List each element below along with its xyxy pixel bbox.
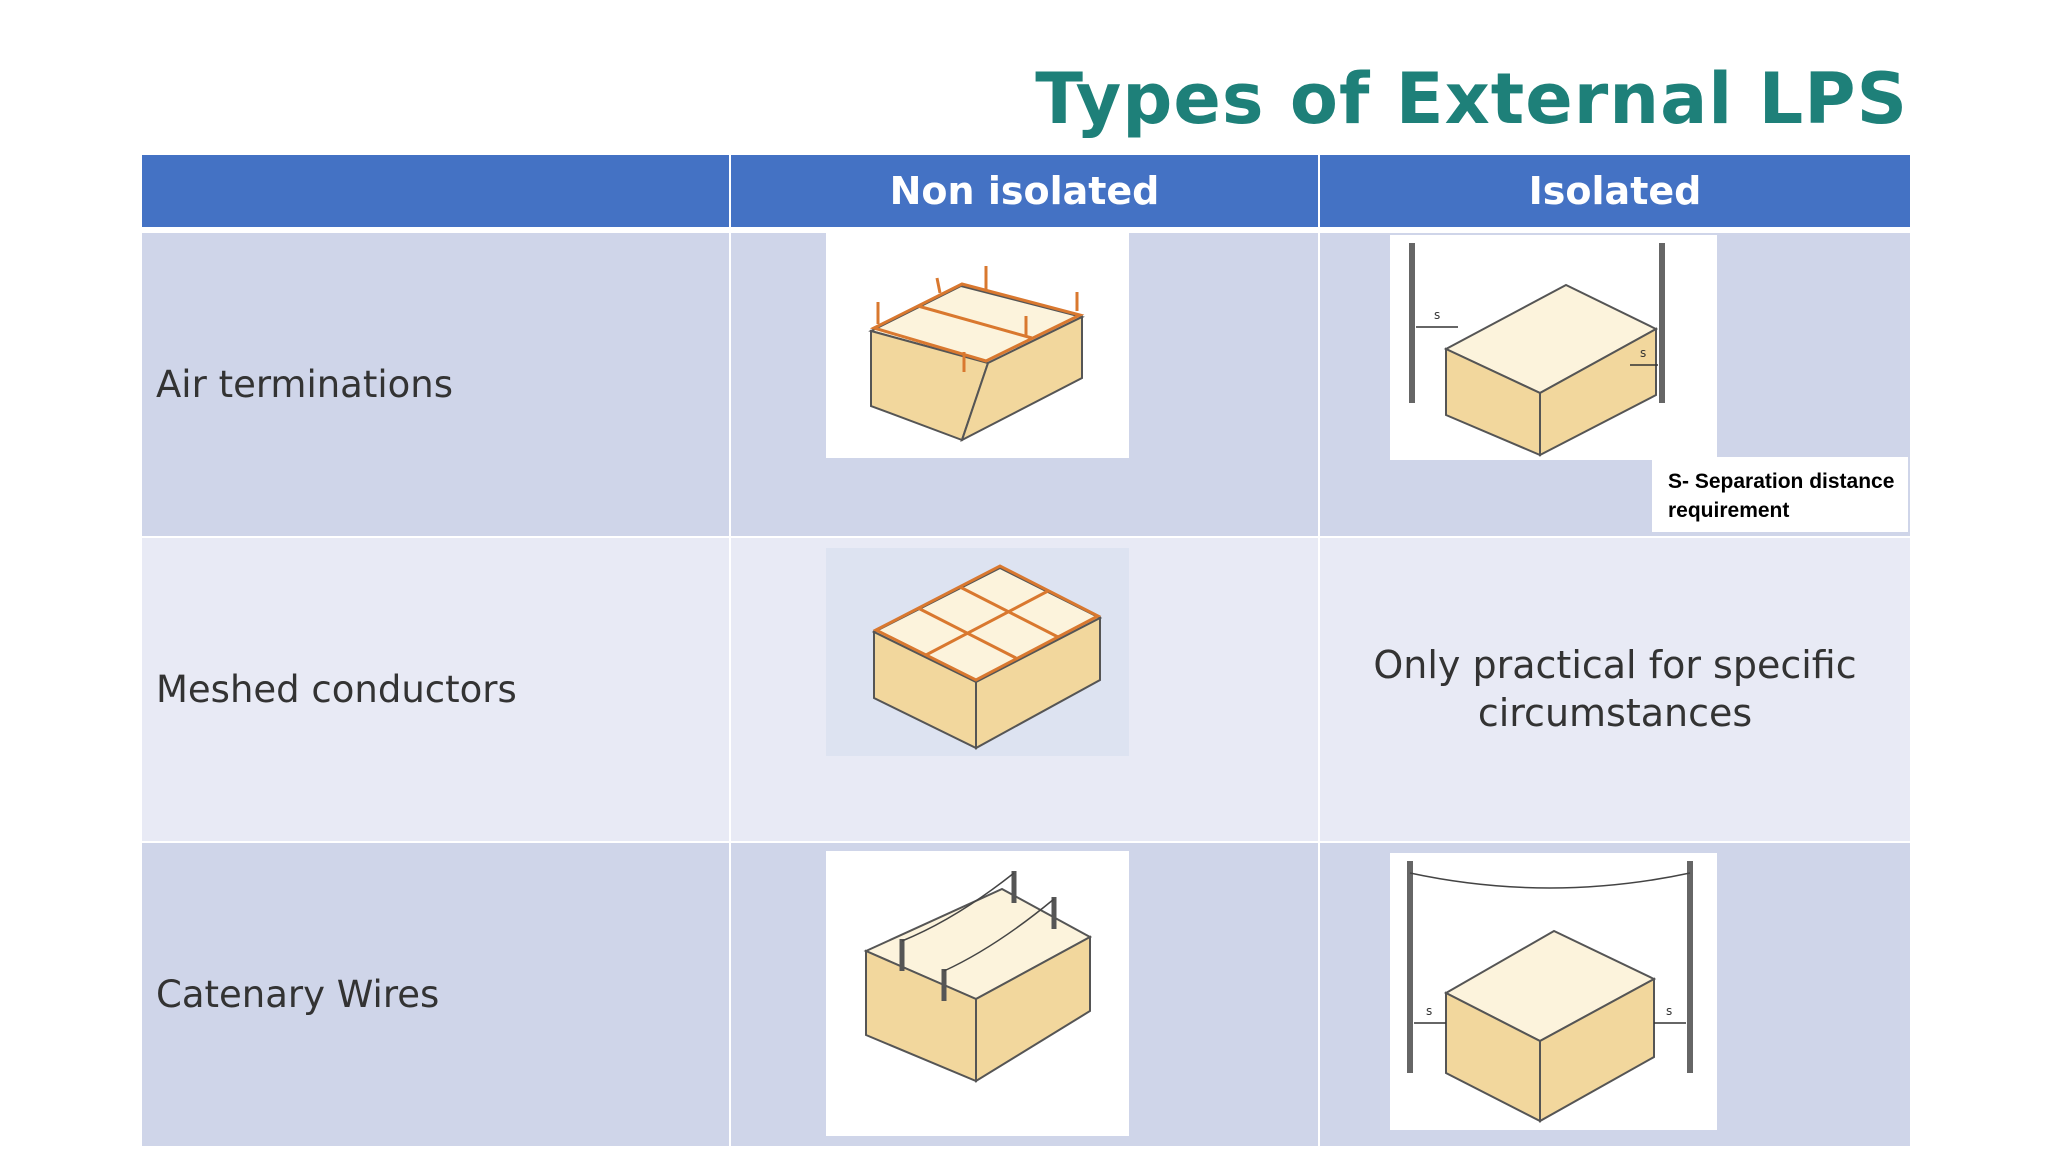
slide-title: Types of External LPS bbox=[1035, 58, 1908, 140]
cell-air-isolated: s s bbox=[1320, 233, 1910, 536]
s-label: s bbox=[1640, 346, 1646, 360]
meshed-conductors-non-isolated-diagram bbox=[826, 548, 1129, 756]
row-label-catenary-wires: Catenary Wires bbox=[142, 843, 729, 1146]
row-label-air-terminations: Air terminations bbox=[142, 233, 729, 536]
row-label-text: Air terminations bbox=[156, 363, 453, 406]
air-terminations-non-isolated-diagram bbox=[826, 233, 1129, 458]
header-empty-cell bbox=[142, 155, 729, 231]
note-line-1: S- Separation distance bbox=[1668, 470, 1895, 493]
cell-catenary-non-isolated bbox=[731, 843, 1318, 1146]
lps-table: Non isolated Isolated Air terminations bbox=[142, 155, 1910, 1146]
header-non-isolated: Non isolated bbox=[731, 155, 1318, 231]
cell-meshed-isolated: Only practical for specific circumstance… bbox=[1320, 538, 1910, 841]
note-line-2: requirement bbox=[1668, 499, 1790, 522]
row-label-meshed-conductors: Meshed conductors bbox=[142, 538, 729, 841]
s-label: s bbox=[1434, 308, 1440, 322]
s-label: s bbox=[1666, 1004, 1672, 1018]
cell-meshed-non-isolated bbox=[731, 538, 1318, 841]
air-terminations-isolated-diagram: s s bbox=[1390, 235, 1717, 460]
row-label-text: Catenary Wires bbox=[156, 973, 440, 1016]
meshed-isolated-note: Only practical for specific circumstance… bbox=[1373, 643, 1857, 735]
cell-air-non-isolated bbox=[731, 233, 1318, 536]
catenary-wires-isolated-diagram: s s bbox=[1390, 853, 1717, 1130]
cell-catenary-isolated: s s bbox=[1320, 843, 1910, 1146]
catenary-wires-non-isolated-diagram bbox=[826, 851, 1129, 1136]
separation-distance-note: S- Separation distance requirement bbox=[1652, 457, 1908, 532]
s-label: s bbox=[1426, 1004, 1432, 1018]
row-label-text: Meshed conductors bbox=[156, 668, 517, 711]
header-isolated: Isolated bbox=[1320, 155, 1910, 231]
